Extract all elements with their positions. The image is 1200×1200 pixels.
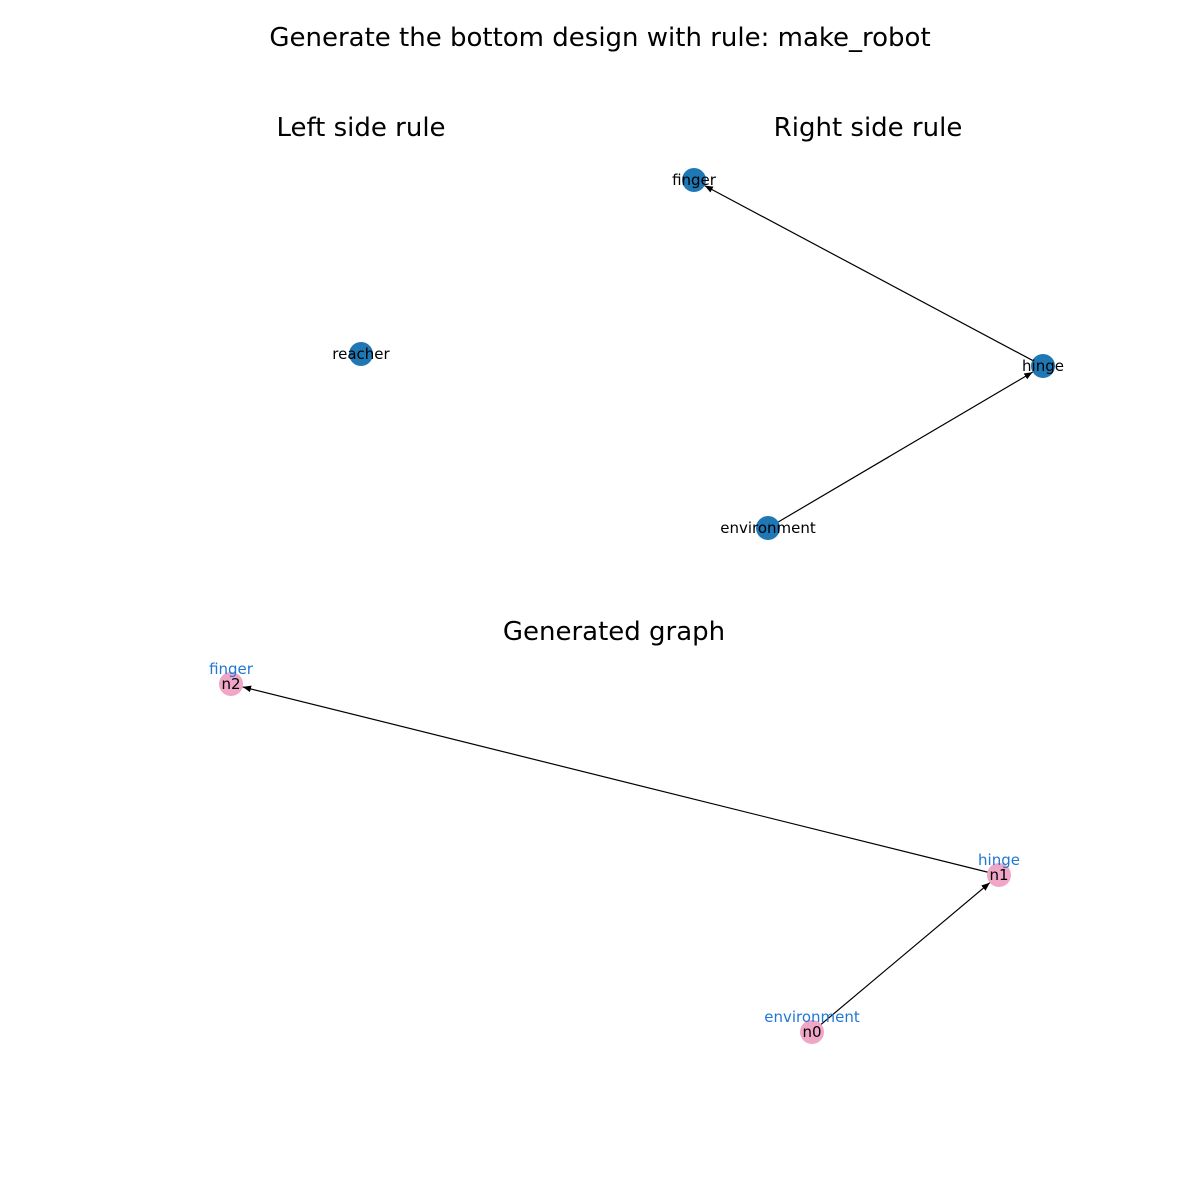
node-label-hinge: hinge [1022,357,1064,375]
edge-environment-to-hinge [769,371,1033,528]
node-hinge [1031,354,1055,378]
node-label-n2: n2 [221,675,240,693]
edge-hinge-to-finger [704,185,1042,366]
right-rule-graph: finger hinge environment [672,168,1064,540]
node-finger [682,168,706,192]
right-rule-title: Right side rule [774,113,963,143]
node-n2 [219,672,243,696]
type-label-n2: finger [209,660,254,678]
left-rule-title: Left side rule [276,113,445,143]
edge-n1-to-n2 [242,685,998,876]
figure-title: Generate the bottom design with rule: ma… [269,23,930,53]
node-label-reacher: reacher [332,345,390,363]
node-label-n1: n1 [989,866,1008,884]
type-label-n1: hinge [978,851,1020,869]
type-label-n0: environment [764,1008,860,1026]
node-label-finger: finger [672,171,717,189]
node-label-environment: environment [720,519,816,537]
node-n1 [987,863,1011,887]
node-reacher [349,342,373,366]
generated-graph-title: Generated graph [503,617,725,647]
node-n0 [800,1020,824,1044]
left-rule-graph: reacher [332,342,391,366]
edge-n0-to-n1 [813,882,991,1032]
node-environment [756,516,780,540]
node-label-n0: n0 [802,1023,821,1041]
